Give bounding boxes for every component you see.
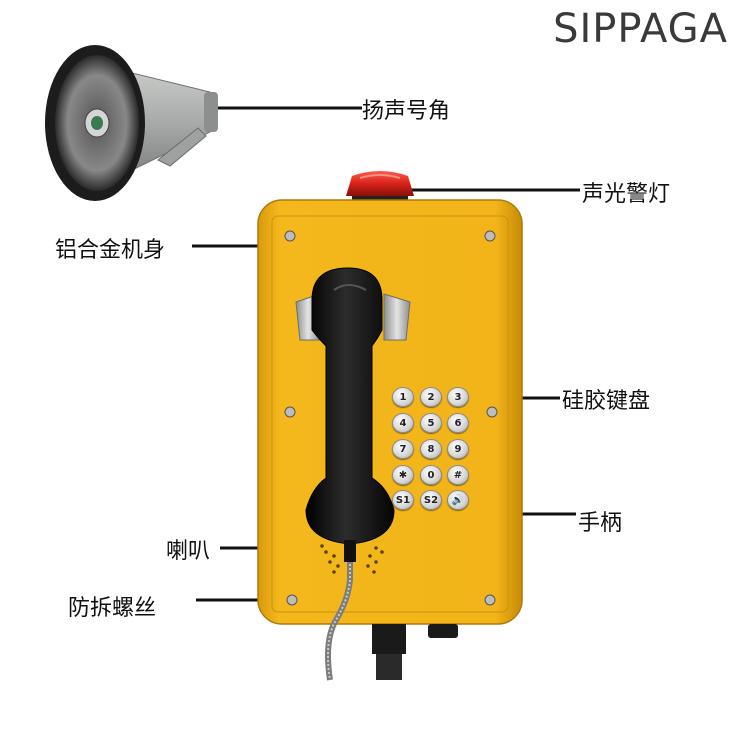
label-keypad: 硅胶键盘 xyxy=(562,389,651,414)
key-8[interactable]: 8 xyxy=(420,439,442,459)
key-4[interactable]: 4 xyxy=(392,413,414,433)
key-0[interactable]: 0 xyxy=(420,465,442,485)
key-s1[interactable]: S1 xyxy=(392,490,414,510)
key-volume-icon[interactable]: 🔊 xyxy=(447,490,469,510)
label-handset: 手柄 xyxy=(578,511,623,536)
armored-cord xyxy=(325,540,356,681)
brand-logo-text: SIPPAGA xyxy=(553,6,728,52)
label-alarm-light: 声光警灯 xyxy=(582,182,671,207)
key-5[interactable]: 5 xyxy=(420,413,442,433)
label-horn: 扬声号角 xyxy=(362,99,451,124)
key-s2[interactable]: S2 xyxy=(420,490,442,510)
key-9[interactable]: 9 xyxy=(447,439,469,459)
cable-glands xyxy=(372,624,458,680)
handset xyxy=(305,267,395,545)
key-1[interactable]: 1 xyxy=(392,387,414,407)
speaker-grille xyxy=(320,544,384,574)
key-2[interactable]: 2 xyxy=(420,387,442,407)
label-tamper-screw: 防拆螺丝 xyxy=(68,596,157,621)
key-3[interactable]: 3 xyxy=(447,387,469,407)
label-speaker: 喇叭 xyxy=(166,539,211,564)
alarm-light xyxy=(346,171,414,204)
label-aluminum-body: 铝合金机身 xyxy=(55,238,166,263)
key-7[interactable]: 7 xyxy=(392,439,414,459)
key-6[interactable]: 6 xyxy=(447,413,469,433)
key-star[interactable]: ✱ xyxy=(392,465,414,485)
aluminum-body xyxy=(257,199,523,625)
horn-speaker xyxy=(45,45,218,201)
tamper-screws xyxy=(284,230,498,606)
key-hash[interactable]: # xyxy=(447,465,469,485)
